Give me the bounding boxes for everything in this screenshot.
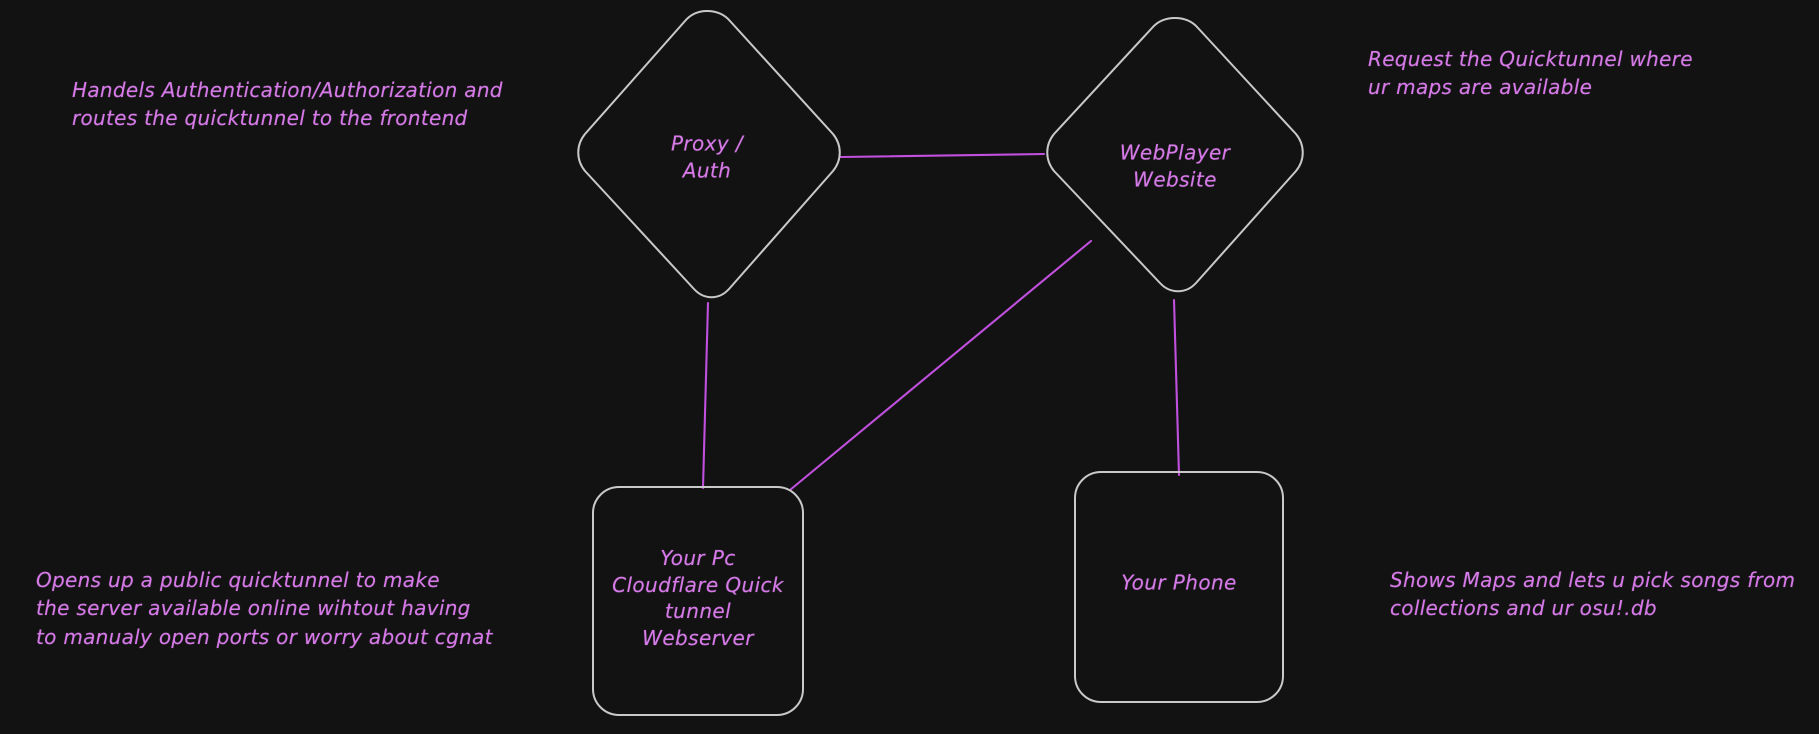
node-shapes-group	[577, 10, 1304, 716]
annotation-webplayer-note: Request the Quicktunnel where ur maps ar…	[1368, 47, 1693, 100]
edge-proxy-to-webplayer[interactable]	[839, 152, 1046, 159]
annotation-your-phone-note: Shows Maps and lets u pick songs from co…	[1390, 568, 1796, 621]
annotation-proxy-auth-note: Handels Authentication/Authorization and…	[72, 78, 503, 131]
node-shape-your-phone[interactable]	[1074, 471, 1284, 703]
node-label-proxy-auth: Proxy / Auth	[670, 131, 744, 182]
node-label-your-phone: Your Phone	[1121, 570, 1237, 595]
edge-webplayer-to-your-phone[interactable]	[1172, 298, 1181, 477]
node-label-your-pc: Your Pc Cloudflare Quick tunnel Webserve…	[612, 545, 784, 650]
edge-proxy-to-your-pc[interactable]	[701, 301, 710, 490]
edges-group	[701, 152, 1181, 492]
edge-webplayer-to-your-pc[interactable]	[788, 239, 1093, 492]
node-shape-webplayer-website[interactable]	[1046, 17, 1304, 293]
node-label-webplayer-website: WebPlayer Website	[1119, 140, 1231, 191]
annotation-your-pc-note: Opens up a public quicktunnel to make th…	[36, 568, 493, 649]
node-shape-your-pc[interactable]	[592, 486, 804, 716]
node-shape-proxy-auth[interactable]	[577, 10, 841, 299]
